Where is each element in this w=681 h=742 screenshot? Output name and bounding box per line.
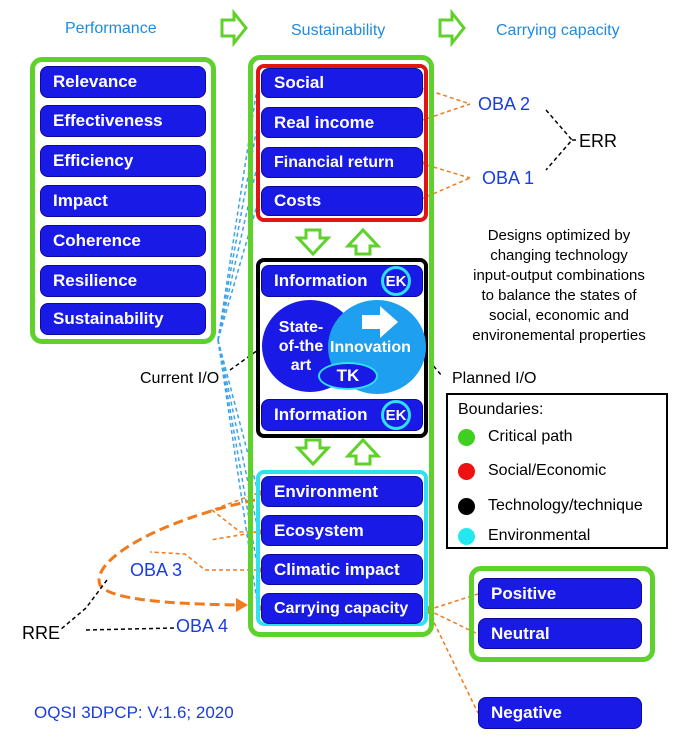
- oba2-label: OBA 2: [478, 94, 531, 114]
- env-item: Ecosystem: [261, 515, 423, 546]
- description-text: Designs optimized by changing technology…: [450, 226, 668, 346]
- arc-arrowhead: [236, 598, 248, 612]
- legend-label: Critical path: [488, 428, 573, 445]
- legend-label: Environmental: [488, 527, 591, 544]
- oba4-arc: [97, 498, 256, 607]
- info-top-label: Information: [274, 271, 368, 290]
- social-economic-frame: [256, 64, 428, 222]
- legend-label: Technology/technique: [488, 497, 643, 514]
- state-of-art-label: State- of-the art: [266, 318, 336, 375]
- oba4-label: OBA 4: [176, 616, 229, 636]
- header-arrows: [220, 8, 466, 48]
- sustainability-frame: [248, 55, 434, 637]
- outcome-negative: Negative: [478, 697, 642, 729]
- rre-label: RRE: [22, 623, 61, 643]
- state-line-3: art: [290, 357, 312, 374]
- performance-item: Coherence: [40, 225, 206, 257]
- legend-label: Social/Economic: [488, 462, 607, 479]
- legend-box: Boundaries: Critical path Social/Economi…: [446, 393, 668, 549]
- description-line: Designs optimized by: [487, 227, 631, 244]
- performance-item: Effectiveness: [40, 105, 206, 137]
- description-line: changing technology: [490, 247, 628, 264]
- performance-item: Sustainability: [40, 303, 206, 335]
- performance-frame: [30, 57, 216, 344]
- performance-item: Resilience: [40, 265, 206, 297]
- description-line: input-output combinations: [473, 267, 645, 284]
- legend-title: Boundaries:: [458, 401, 544, 418]
- arrow-right-icon: [362, 306, 398, 338]
- social-item: Costs: [261, 186, 423, 216]
- header-carrying-capacity: Carrying capacity: [496, 22, 620, 39]
- state-line-1: State-: [278, 319, 324, 336]
- env-item: Environment: [261, 476, 423, 507]
- footer-version: OQSI 3DPCP: V:1.6; 2020: [34, 703, 234, 722]
- social-item: Social: [261, 68, 423, 98]
- social-item: Real income: [261, 107, 423, 138]
- ek-badge-bottom: EK: [381, 400, 411, 430]
- tk-badge: TK: [318, 362, 378, 390]
- outcome-frame: [469, 566, 655, 662]
- state-line-2: of-the: [278, 338, 324, 355]
- flow-arrows: [294, 227, 382, 467]
- header-performance: Performance: [65, 20, 157, 37]
- description-line: to balance the states of: [481, 287, 637, 304]
- description-line: environemental properties: [472, 327, 646, 344]
- outcome-neutral: Neutral: [478, 618, 642, 649]
- social-item: Financial return: [261, 147, 423, 178]
- current-io-label: Current I/O: [140, 370, 220, 387]
- environmental-frame: [256, 470, 428, 626]
- planned-io-label: Planned I/O: [452, 370, 537, 387]
- outcome-positive: Positive: [478, 578, 642, 609]
- ek-badge-top: EK: [381, 266, 411, 296]
- env-item: Carrying capacity: [261, 593, 423, 624]
- env-item: Climatic impact: [261, 554, 423, 585]
- info-bottom-label: Information: [274, 405, 368, 424]
- err-label: ERR: [579, 131, 618, 151]
- performance-item: Relevance: [40, 66, 206, 98]
- legend-dot-environmental: [458, 528, 475, 545]
- legend-dot-social: [458, 463, 475, 480]
- description-line: social, economic and: [488, 307, 630, 324]
- legend-dot-technology: [458, 498, 475, 515]
- performance-item: Impact: [40, 185, 206, 217]
- innovation-label: Innovation: [330, 339, 411, 356]
- oba1-label: OBA 1: [482, 168, 535, 188]
- performance-item: Efficiency: [40, 145, 206, 177]
- oba3-label: OBA 3: [130, 560, 183, 580]
- header-sustainability: Sustainability: [291, 22, 386, 39]
- legend-dot-critical: [458, 429, 475, 446]
